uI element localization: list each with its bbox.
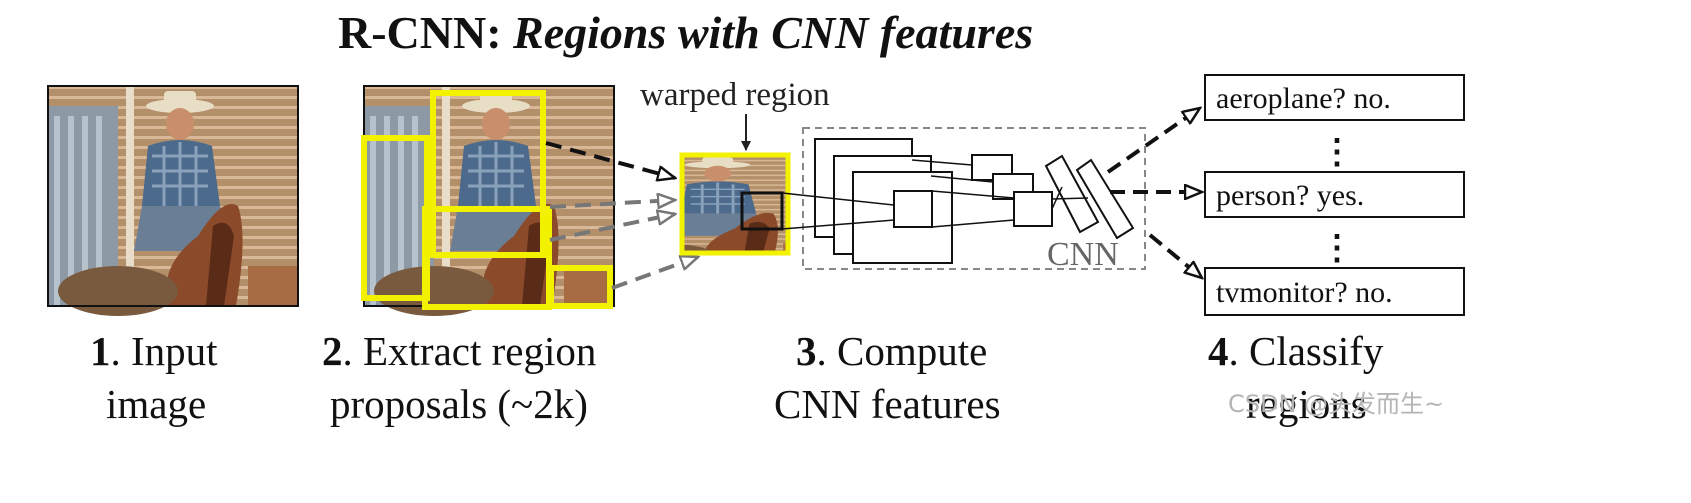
step-2-line2: proposals (~2k) bbox=[330, 381, 588, 427]
class-box-person: person? yes. bbox=[1204, 171, 1465, 218]
step-1-caption: 1. Input image bbox=[90, 328, 218, 427]
step-3-number: 3 bbox=[796, 328, 817, 374]
step-3-line1: . Compute bbox=[817, 328, 988, 374]
svg-text:3. Compute: 3. Compute bbox=[796, 328, 987, 374]
warped-region-label: warped region bbox=[640, 77, 830, 113]
step-3-line2: CNN features bbox=[774, 381, 1001, 427]
diagram-title: R-CNN: Regions with CNN features bbox=[338, 7, 1033, 58]
proposal-box-horse bbox=[422, 206, 552, 310]
step-1-line1: . Input bbox=[111, 328, 219, 374]
step-1-number: 1 bbox=[90, 328, 111, 374]
step-4-line2: regions bbox=[1246, 381, 1367, 427]
svg-text:1. Input: 1. Input bbox=[90, 328, 218, 374]
input-image bbox=[46, 84, 300, 318]
title-emphasis: Regions with CNN features bbox=[512, 7, 1033, 58]
ellipsis-1: ⋮ bbox=[1320, 134, 1354, 171]
cnn-block: CNN bbox=[781, 127, 1146, 273]
class-label-person: person? yes. bbox=[1216, 179, 1364, 212]
proposal-box-small bbox=[548, 265, 613, 309]
class-box-tvmonitor: tvmonitor? no. bbox=[1204, 267, 1465, 316]
step-2-line1: . Extract region bbox=[343, 328, 597, 374]
cnn-label: CNN bbox=[1047, 236, 1119, 273]
proposal-arrow-gray-3 bbox=[611, 257, 698, 290]
proposal-arrow-gray-2 bbox=[549, 214, 675, 242]
step-3-caption: 3. Compute CNN features bbox=[774, 328, 1001, 427]
proposal-arrow-black bbox=[545, 141, 675, 178]
step-2-number: 2 bbox=[322, 328, 343, 374]
warped-region-image bbox=[679, 152, 791, 256]
svg-text:4. Classify: 4. Classify bbox=[1208, 328, 1384, 374]
class-arrow-tvmonitor bbox=[1148, 233, 1202, 278]
proposal-box-person bbox=[430, 90, 546, 258]
class-box-aeroplane: aeroplane? no. bbox=[1204, 74, 1465, 121]
ellipsis-2: ⋮ bbox=[1320, 230, 1354, 267]
step-2-caption: 2. Extract region proposals (~2k) bbox=[322, 328, 596, 427]
step-1-line2: image bbox=[106, 381, 206, 427]
watermark: CSDN @头发而生~ bbox=[1228, 390, 1444, 418]
svg-text:2. Extract region: 2. Extract region bbox=[322, 328, 596, 374]
title-prefix: R-CNN: bbox=[338, 7, 513, 58]
class-arrow-aeroplane bbox=[1106, 108, 1200, 174]
step-4-number: 4 bbox=[1208, 328, 1229, 374]
class-label-tvmonitor: tvmonitor? no. bbox=[1216, 276, 1393, 309]
step-4-line1: . Classify bbox=[1229, 328, 1384, 374]
class-label-aeroplane: aeroplane? no. bbox=[1216, 82, 1391, 115]
cnn-dashed-frame bbox=[802, 127, 1146, 270]
proposals-image bbox=[361, 84, 616, 318]
step-4-caption: 4. Classify regions bbox=[1208, 328, 1384, 427]
proposal-arrow-gray-1 bbox=[549, 200, 675, 209]
